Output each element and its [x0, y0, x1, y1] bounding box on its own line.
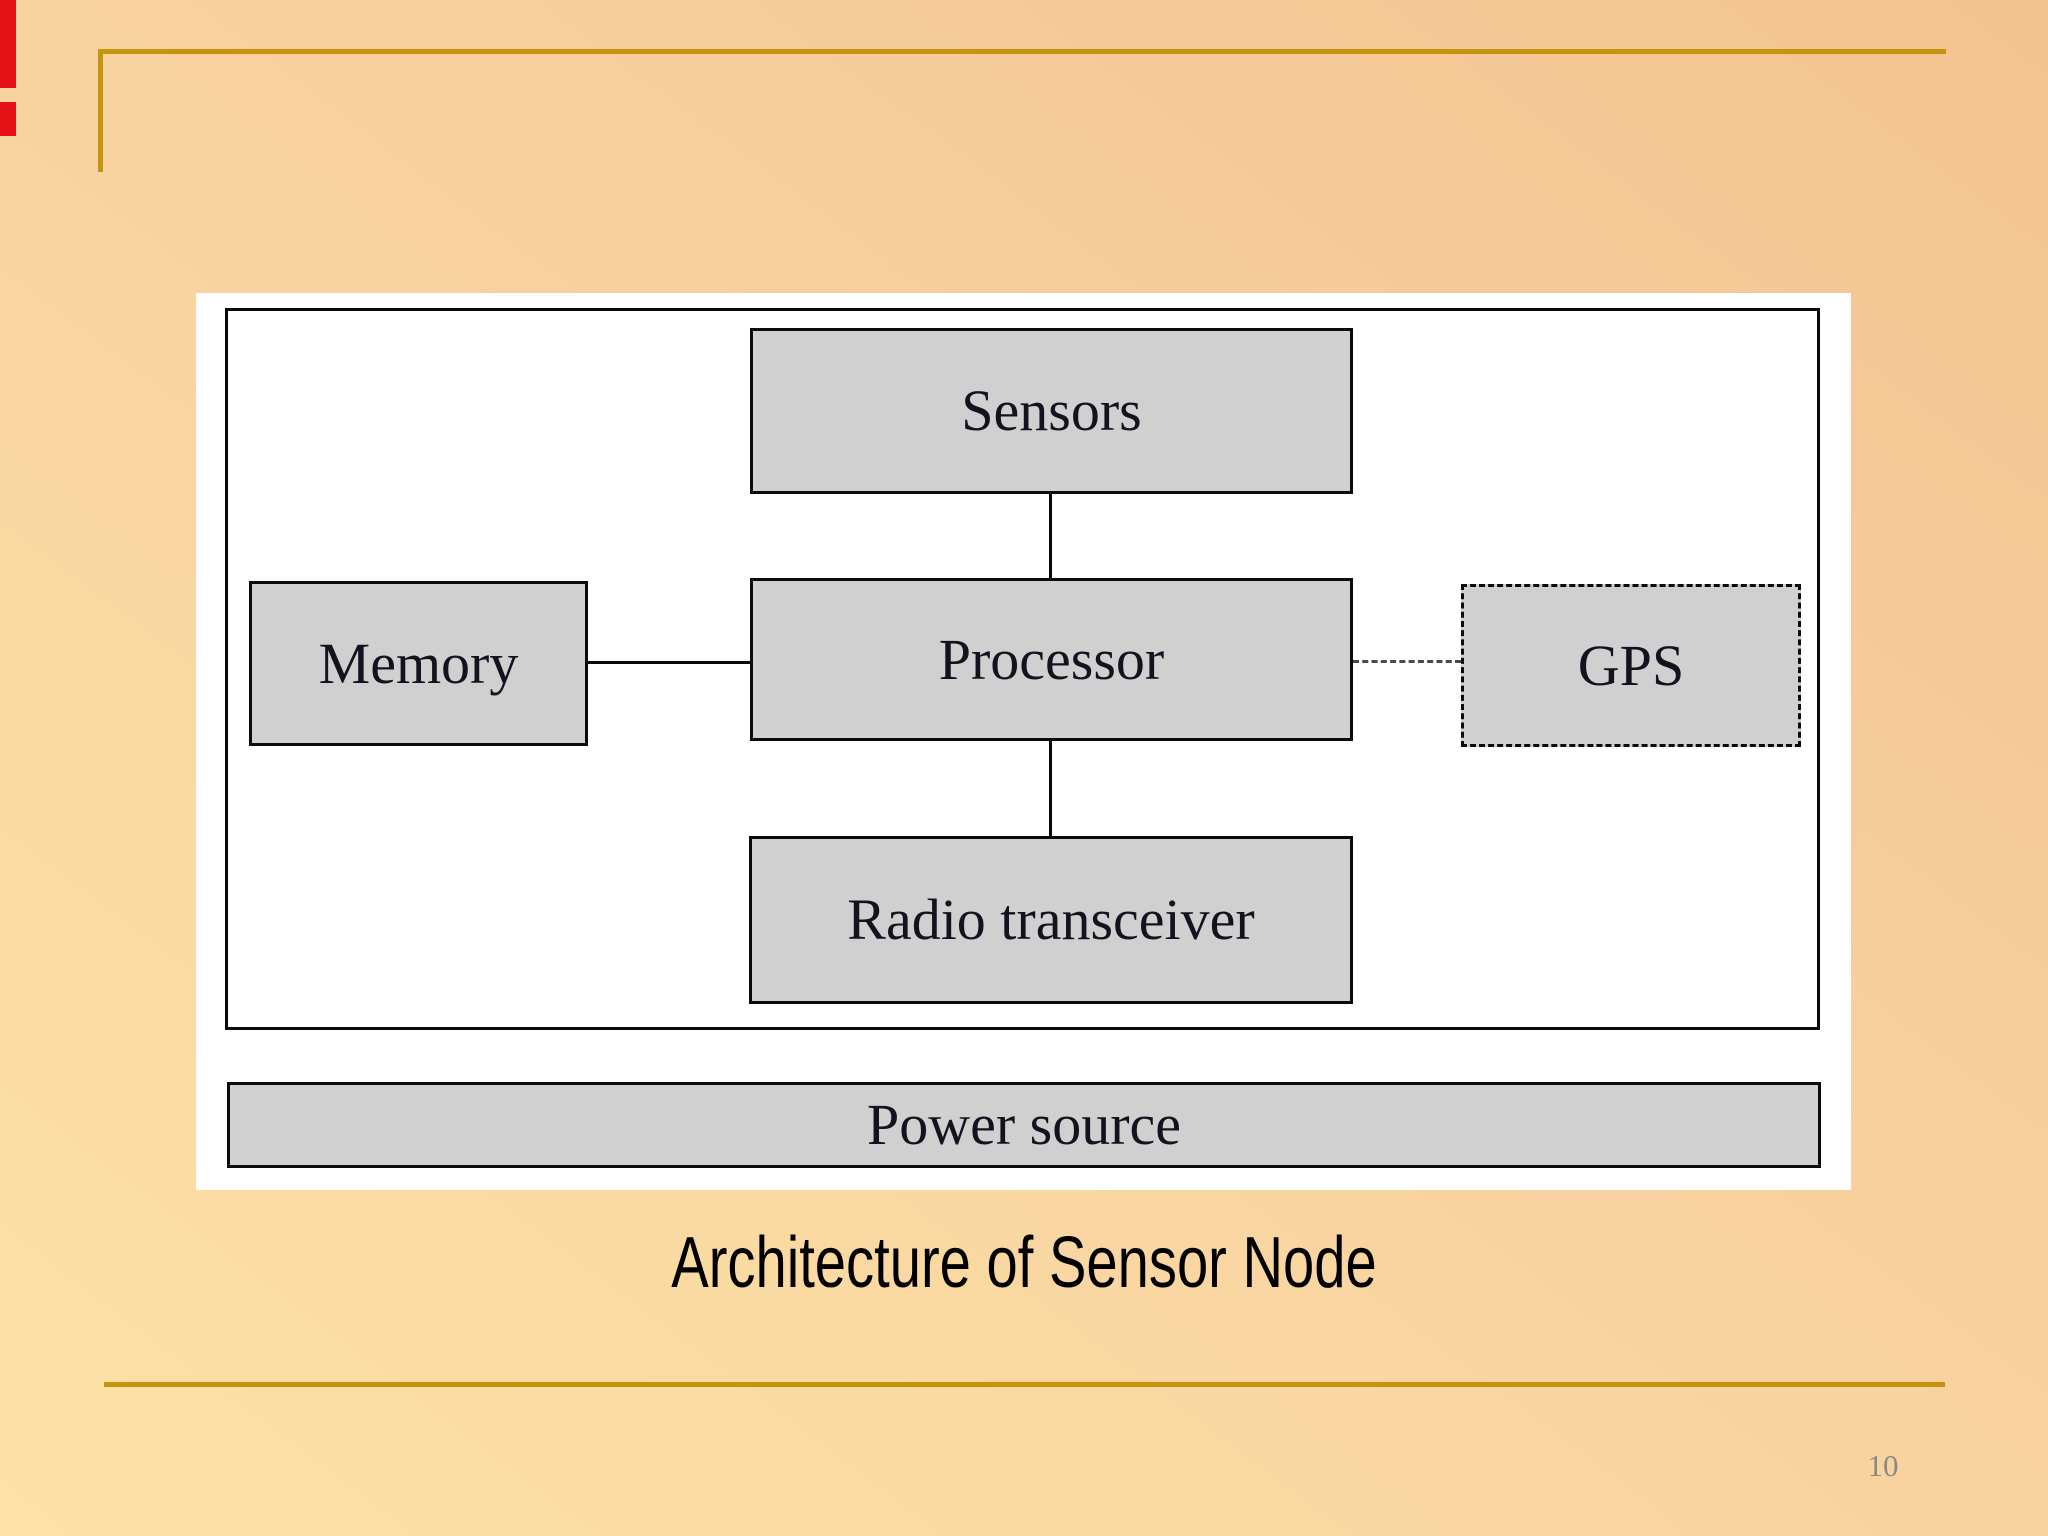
node-gps-label: GPS [1577, 632, 1685, 698]
node-radio-transceiver: Radio transceiver [749, 836, 1353, 1004]
diagram-outer-border [225, 308, 1820, 1030]
node-processor: Processor [750, 578, 1353, 741]
slide-caption: Architecture of Sensor Node [671, 1223, 1377, 1303]
node-memory-label: Memory [318, 630, 519, 696]
node-processor-label: Processor [938, 626, 1165, 692]
edge-processor-radio-transceiver [1049, 741, 1052, 836]
node-sensors-label: Sensors [961, 378, 1142, 443]
bottom-rule-line [104, 1382, 1945, 1387]
screen-artifact-red-bar-bottom [0, 102, 16, 136]
node-gps: GPS [1461, 584, 1801, 747]
page-number: 10 [1867, 1448, 1899, 1483]
edge-sensors-processor [1049, 494, 1052, 578]
node-memory: Memory [249, 581, 588, 746]
top-rule-line [98, 49, 1946, 54]
corner-bracket-line [98, 49, 103, 172]
node-radio-transceiver-label: Radio transceiver [847, 887, 1255, 952]
edge-memory-processor [588, 661, 750, 664]
node-power-source: Power source [227, 1082, 1821, 1168]
node-sensors: Sensors [750, 328, 1353, 494]
edge-processor-gps-dashed [1353, 660, 1461, 663]
node-power-source-label: Power source [866, 1092, 1182, 1157]
screen-artifact-red-bar-top [0, 0, 16, 88]
